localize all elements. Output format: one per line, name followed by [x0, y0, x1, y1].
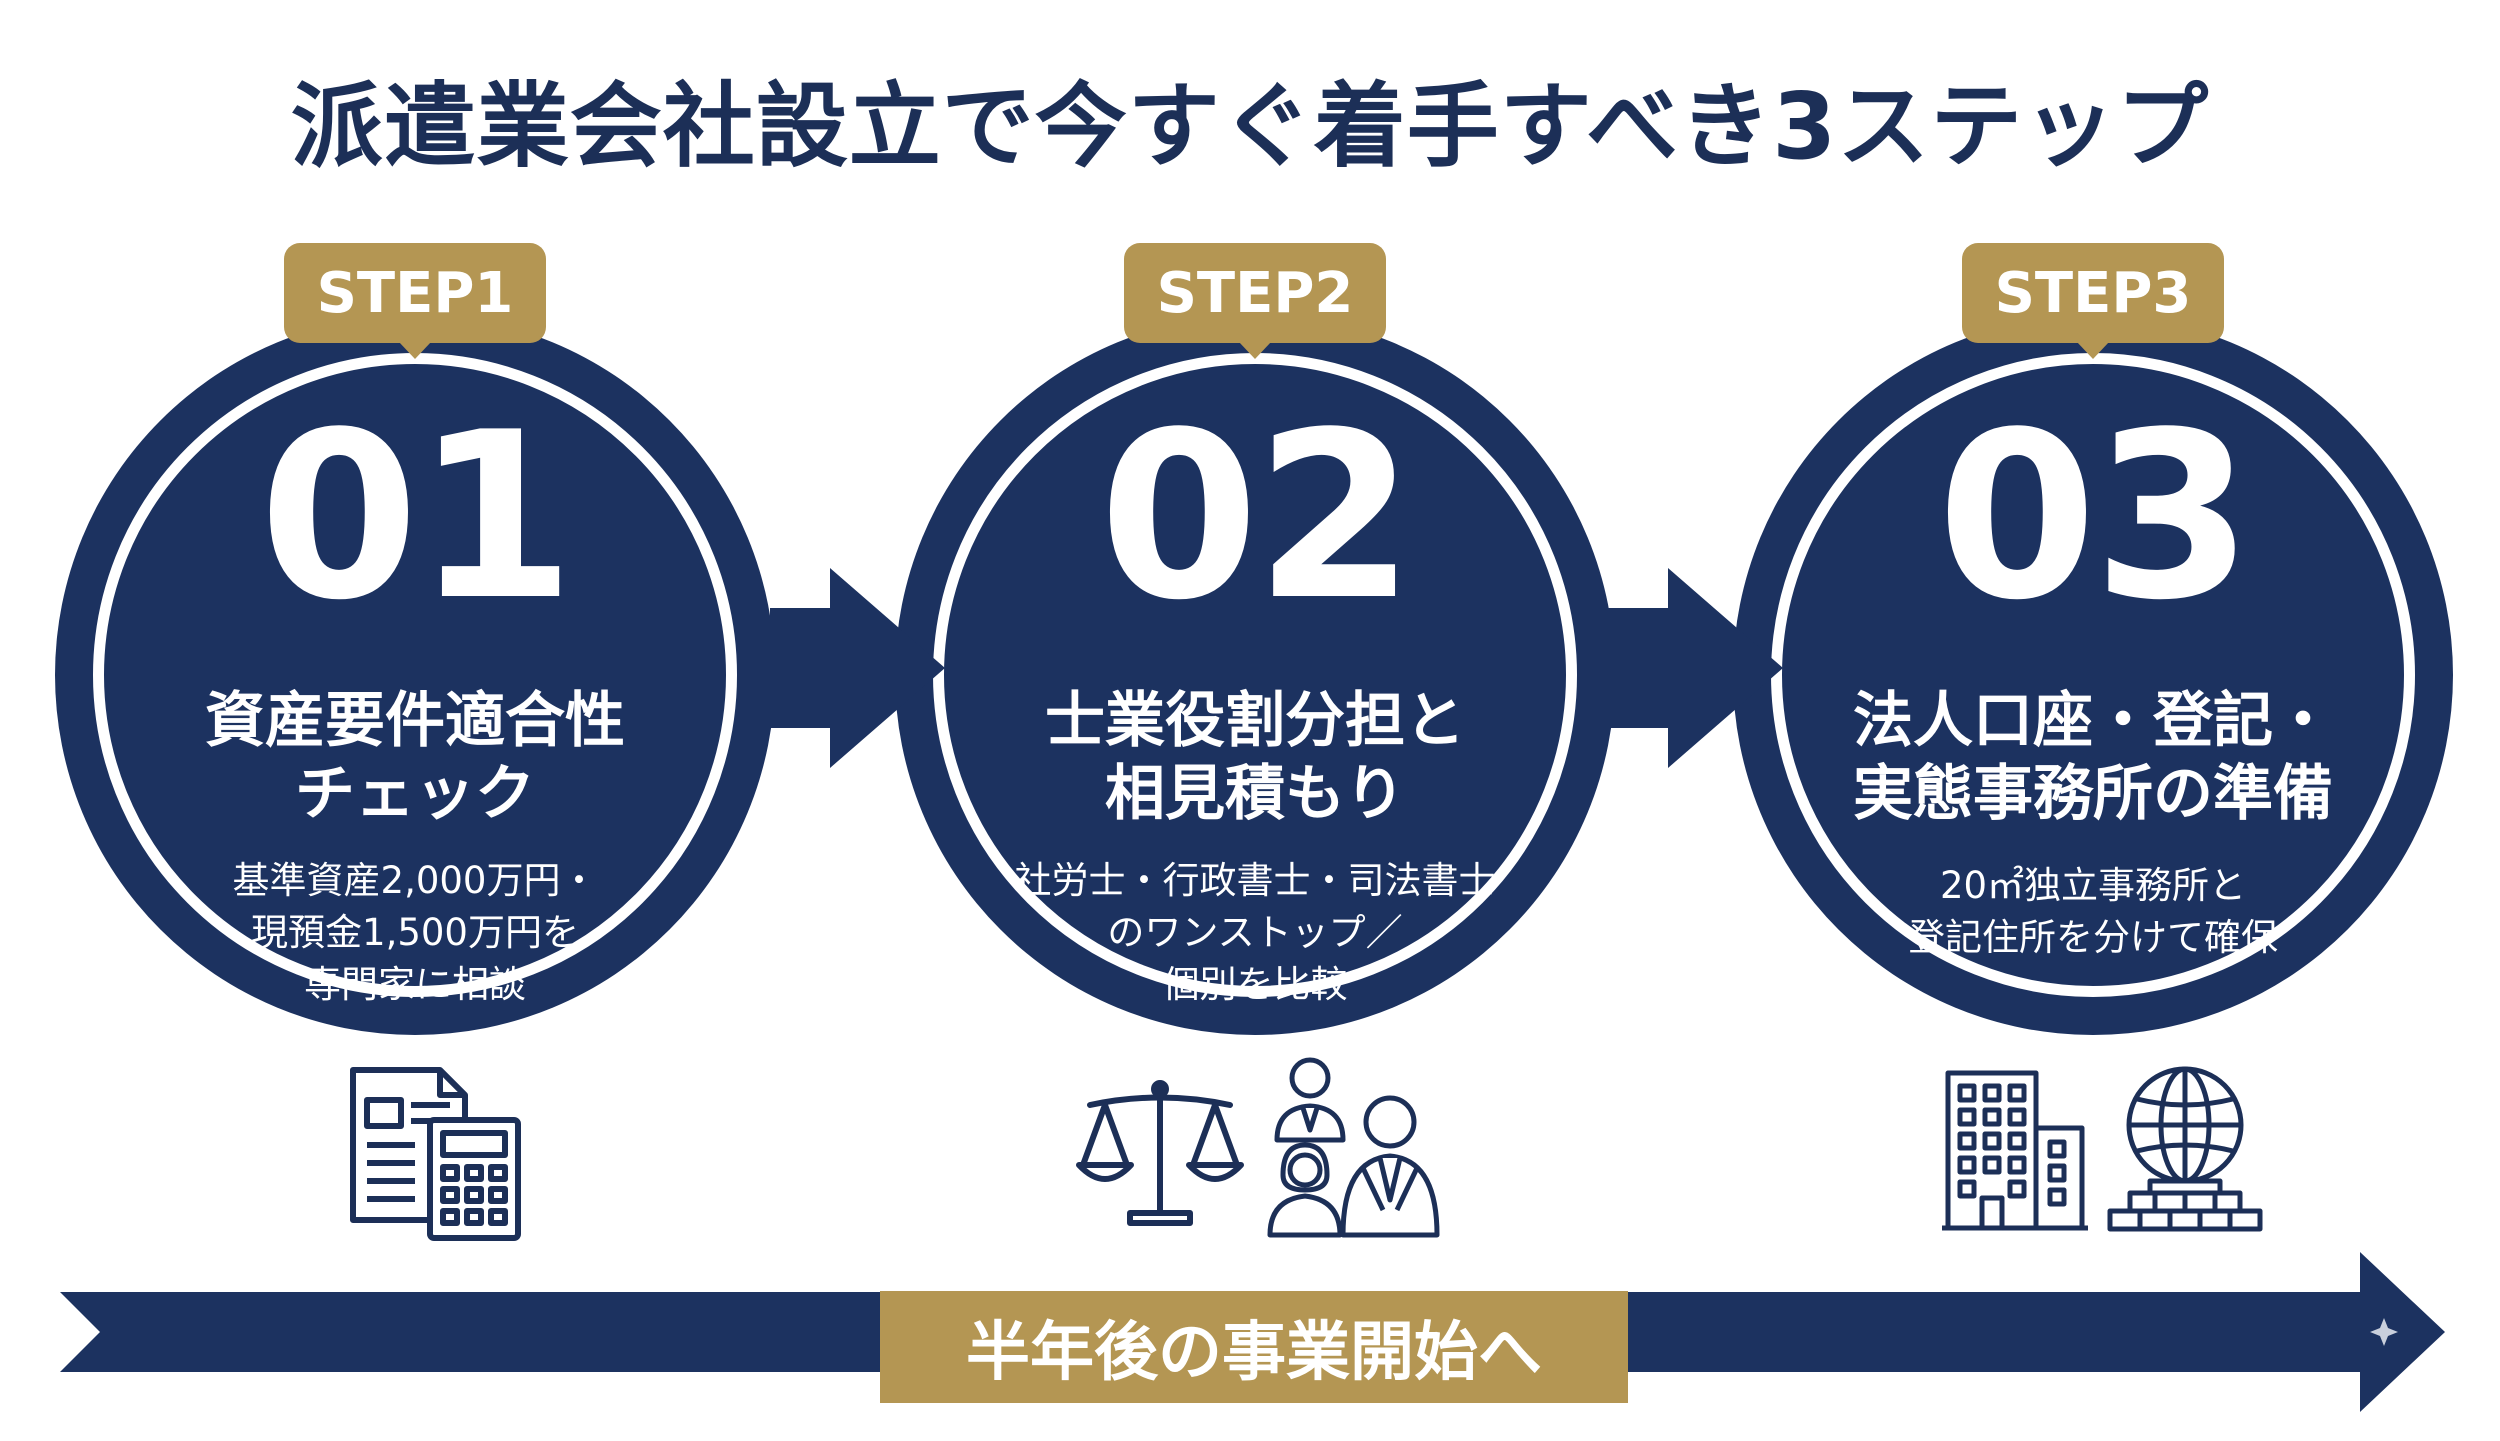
- step-1: STEP1 01 資産要件適合性 チェック 基準資産2,000万円・ 現預金1,…: [45, 243, 785, 1043]
- step-description-line: 基準資産2,000万円・: [232, 859, 598, 902]
- step-number: 02: [1098, 384, 1415, 651]
- step-heading-line: チェック: [295, 759, 535, 830]
- step-description-line: 登記住所を分けて確保: [1908, 915, 2278, 959]
- calculator-icon: [427, 1117, 521, 1241]
- step-heading-line: 士業役割分担と: [1045, 686, 1465, 756]
- office-building-icon: [1942, 1070, 2088, 1231]
- step-badge: STEP2: [1124, 243, 1386, 343]
- step-heading: 資産要件適合性 チェック: [125, 685, 705, 831]
- step-number: 01: [258, 384, 575, 651]
- arrow-right-icon: [1608, 568, 1783, 768]
- step-heading-line: 相見積もり: [1105, 759, 1405, 830]
- step-heading: 士業役割分担と 相見積もり: [965, 685, 1545, 831]
- arrow-right-icon: [770, 568, 945, 768]
- step-description-line: 20㎡独立事務所と: [1939, 864, 2247, 907]
- step-badge: STEP3: [1962, 243, 2224, 343]
- professionals-icon: [1267, 1057, 1440, 1238]
- step-heading: 法人口座・登記・ 実態事務所の準備: [1788, 685, 2398, 831]
- step-circle: 03 法人口座・登記・ 実態事務所の準備 20㎡独立事務所と 登記住所を分けて確…: [1733, 315, 2453, 1035]
- step-3: STEP3 03 法人口座・登記・ 実態事務所の準備 20㎡独立事務所と 登記住…: [1723, 243, 2463, 1043]
- step-circle: 01 資産要件適合性 チェック 基準資産2,000万円・ 現預金1,500万円を…: [55, 315, 775, 1035]
- step-2: STEP2 02 士業役割分担と 相見積もり 社労士・行政書士・司法書士 のワン…: [885, 243, 1625, 1043]
- step-heading-line: 法人口座・登記・: [1853, 686, 2333, 756]
- step-description-line: 個別を比較: [1162, 962, 1348, 1006]
- step-description-line: 社労士・行政書士・司法書士: [1014, 859, 1496, 902]
- step-circle: 02 士業役割分担と 相見積もり 社労士・行政書士・司法書士 のワンストップ／ …: [895, 315, 1615, 1035]
- sparkle-icon: [2370, 1318, 2398, 1346]
- page-title: 派遣業会社設立で今すぐ着手すべき3ステップ: [290, 73, 2210, 180]
- step-description-line: 専門家に相談: [304, 962, 526, 1006]
- timeline-label: 半年後の事業開始へ: [880, 1291, 1628, 1403]
- step-description: 基準資産2,000万円・ 現預金1,500万円を 専門家に相談: [135, 855, 695, 1010]
- step-description-line: 現預金1,500万円を: [251, 910, 579, 954]
- scales-icon: [1076, 1080, 1244, 1226]
- step-description-line: のワンストップ／: [1107, 910, 1403, 954]
- step-heading-line: 実態事務所の準備: [1853, 759, 2333, 830]
- step-description: 社労士・行政書士・司法書士 のワンストップ／ 個別を比較: [955, 855, 1555, 1010]
- globe-icon: [2107, 1066, 2263, 1232]
- step-description: 20㎡独立事務所と 登記住所を分けて確保: [1813, 860, 2373, 964]
- step-number: 03: [1936, 384, 2253, 651]
- step-heading-line: 資産要件適合性: [205, 686, 625, 756]
- step-badge: STEP1: [284, 243, 546, 343]
